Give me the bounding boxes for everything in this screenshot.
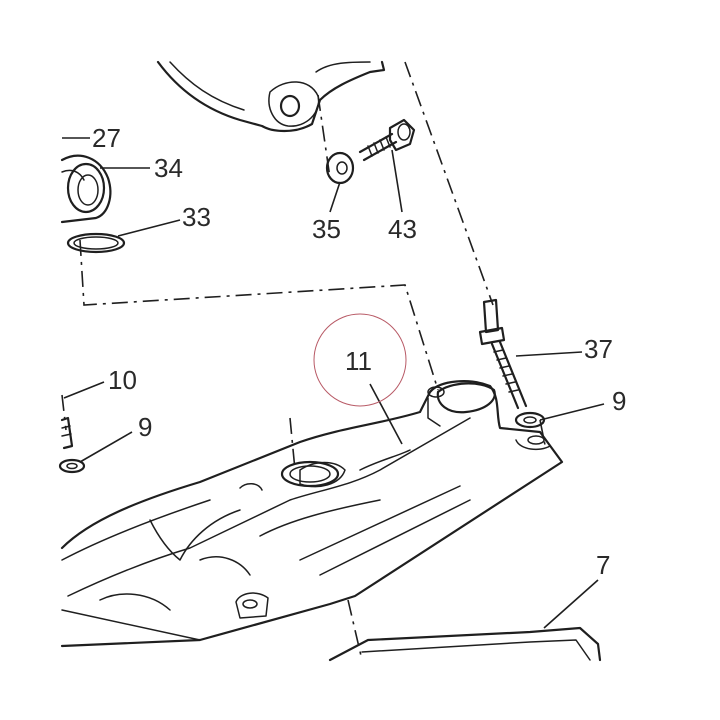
leader-lines	[62, 137, 605, 629]
callout-7: 7	[596, 550, 610, 580]
callout-10: 10	[108, 365, 137, 395]
washer-9-left	[58, 458, 86, 474]
washer-35	[325, 151, 355, 185]
gasket-7	[328, 626, 602, 662]
upper-bracket	[156, 60, 386, 133]
callout-9-right: 9	[612, 386, 626, 416]
callout-34: 34	[154, 153, 183, 183]
cover-11	[60, 380, 564, 648]
washer-9-right	[514, 411, 546, 429]
callout-27: 27	[92, 123, 121, 153]
bolt-10	[60, 416, 74, 450]
bolt-43	[358, 118, 416, 162]
o-ring-33	[66, 232, 126, 254]
callout-9-left: 9	[138, 412, 152, 442]
callout-43: 43	[388, 214, 417, 244]
callout-37: 37	[584, 334, 613, 364]
callout-33: 33	[182, 202, 211, 232]
highlight-circle	[313, 313, 407, 407]
callout-11: 11	[345, 346, 372, 376]
assembly-guide-lines	[61, 61, 546, 661]
stud-bolt-37	[478, 298, 528, 410]
callout-labels: 27 34 33 35 43 11 37 10 9 9 7	[92, 123, 626, 580]
callout-35: 35	[312, 214, 341, 244]
hose-fitting-34	[60, 154, 112, 224]
